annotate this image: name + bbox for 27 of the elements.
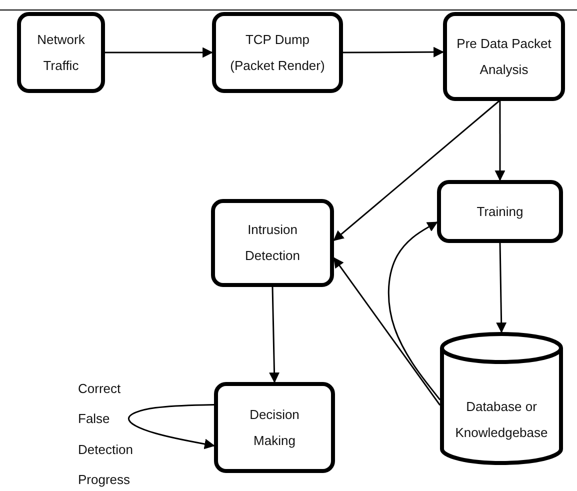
annotation-text: Progress — [78, 472, 130, 487]
node-label: Intrusion Detection — [244, 221, 301, 265]
node-label: TCP Dump (Packet Render) — [229, 30, 326, 75]
process-box — [437, 180, 563, 243]
arrow — [343, 46, 444, 58]
arrow — [496, 242, 507, 334]
arrow — [333, 100, 500, 242]
node-label: Decision Making — [248, 406, 300, 450]
process-box — [443, 12, 565, 101]
annotation-text: Correct — [78, 381, 121, 396]
process-box — [214, 382, 335, 473]
node-label: Database or Knowledgebase — [454, 398, 549, 442]
process-box — [212, 12, 343, 93]
annotation-text: False — [78, 411, 110, 426]
arrow — [388, 222, 441, 400]
arrow — [269, 286, 280, 384]
node-label: Network Traffic — [36, 30, 86, 74]
annotation-text: Detection — [78, 442, 133, 457]
arrow — [333, 257, 441, 406]
node-label: Training — [476, 202, 524, 221]
process-box — [211, 199, 334, 287]
node-label: Pre Data Packet Analysis — [456, 34, 552, 79]
arrow — [494, 101, 506, 182]
arrow — [128, 404, 216, 450]
process-box — [17, 12, 105, 93]
database-cylinder — [440, 332, 563, 465]
arrow — [105, 47, 214, 58]
